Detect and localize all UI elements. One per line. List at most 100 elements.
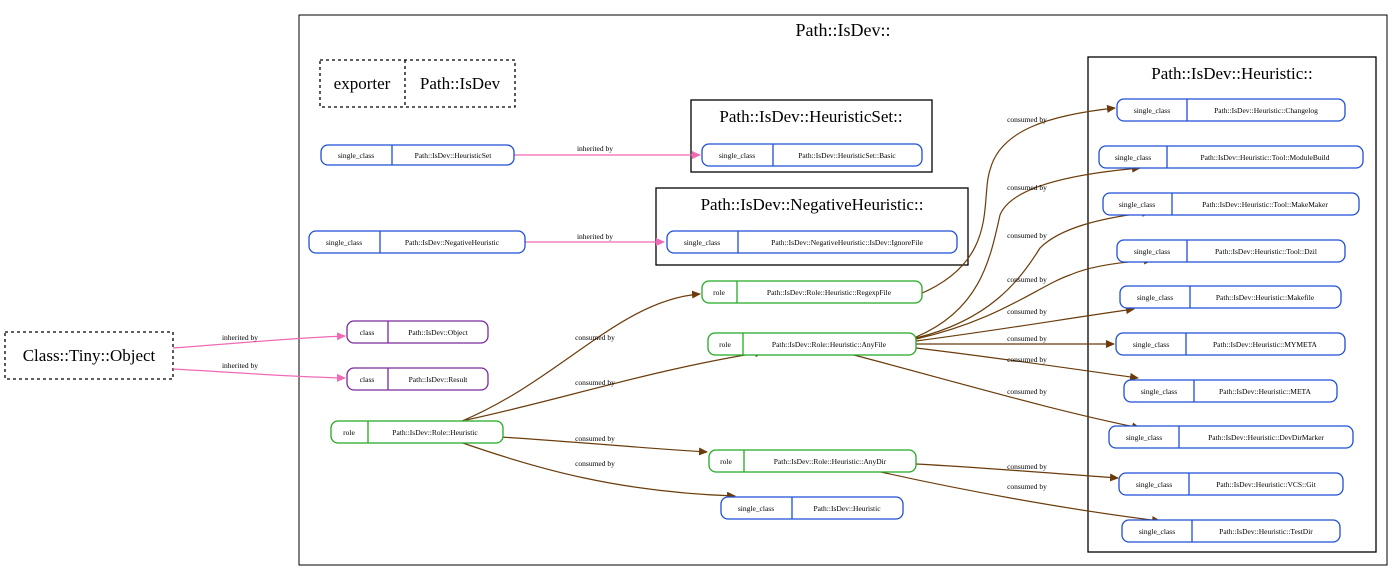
node-kind: single_class	[1119, 200, 1155, 209]
node-h-modulebuild[interactable]: single_class Path::IsDev::Heuristic::Too…	[1098, 145, 1364, 169]
class-tiny-object-label: Class::Tiny::Object	[23, 346, 156, 365]
label-consumed-by: consumed by	[1007, 307, 1047, 316]
node-kind: role	[343, 428, 355, 437]
node-name: Path::IsDev::Heuristic::MYMETA	[1213, 340, 1318, 349]
edge-heuristic-to-anyfile	[465, 349, 764, 421]
cluster-heuristic: Path::IsDev::Heuristic::	[1087, 56, 1377, 553]
node-kind: single_class	[1136, 480, 1172, 489]
node-h-changelog[interactable]: single_class Path::IsDev::Heuristic::Cha…	[1116, 98, 1346, 122]
cluster-negative-heuristic-title: Path::IsDev::NegativeHeuristic::	[701, 195, 924, 214]
label-consumed-by: consumed by	[1007, 387, 1047, 396]
node-name: Path::IsDev::NegativeHeuristic	[405, 238, 500, 247]
node-name: Path::IsDev::Role::Heuristic	[392, 428, 478, 437]
node-name: Path::IsDev::Role::Heuristic::RegexpFile	[767, 288, 892, 297]
label-consumed-by: consumed by	[575, 434, 615, 443]
node-kind: single_class	[684, 238, 720, 247]
node-h-makefile[interactable]: single_class Path::IsDev::Heuristic::Mak…	[1119, 285, 1342, 309]
node-h-testdir[interactable]: single_class Path::IsDev::Heuristic::Tes…	[1121, 519, 1341, 543]
label-consumed-by: consumed by	[1007, 275, 1047, 284]
node-isdev-object[interactable]: class Path::IsDev::Object	[346, 320, 489, 344]
node-h-devdirmarker[interactable]: single_class Path::IsDev::Heuristic::Dev…	[1108, 425, 1354, 449]
export-node[interactable]: exporter Path::IsDev	[319, 59, 516, 108]
label-consumed-by: consumed by	[1007, 482, 1047, 491]
node-name: Path::IsDev::Heuristic::META	[1219, 387, 1311, 396]
node-kind: single_class	[738, 504, 774, 513]
node-kind: single_class	[1134, 106, 1170, 115]
label-inherited-by: inherited by	[222, 333, 258, 342]
label-consumed-by: consumed by	[575, 459, 615, 468]
node-name: Path::IsDev::Heuristic::Changelog	[1214, 106, 1318, 115]
node-heuristicset-basic[interactable]: single_class Path::IsDev::HeuristicSet::…	[701, 143, 923, 167]
node-name: Path::IsDev::Role::Heuristic::AnyDir	[774, 457, 887, 466]
node-heuristicset[interactable]: single_class Path::IsDev::HeuristicSet	[320, 144, 515, 166]
node-role-heuristic[interactable]: role Path::IsDev::Role::Heuristic	[330, 420, 504, 444]
node-h-makemaker[interactable]: single_class Path::IsDev::Heuristic::Too…	[1102, 192, 1360, 216]
edge-tinyobject-to-object	[172, 332, 346, 349]
class-tiny-object-node[interactable]: Class::Tiny::Object	[4, 331, 174, 380]
node-h-dzil[interactable]: single_class Path::IsDev::Heuristic::Too…	[1116, 239, 1346, 263]
export-node-right: Path::IsDev	[420, 74, 501, 93]
node-kind: class	[360, 375, 375, 384]
cluster-heuristic-set-title: Path::IsDev::HeuristicSet::	[719, 107, 902, 126]
edge-heuristic-to-regexpfile	[461, 290, 701, 422]
label-inherited-by: inherited by	[577, 232, 613, 241]
node-role-anydir[interactable]: role Path::IsDev::Role::Heuristic::AnyDi…	[708, 449, 917, 473]
label-consumed-by: consumed by	[1007, 231, 1047, 240]
node-name: Path::IsDev::Heuristic::Tool::Dzil	[1215, 247, 1317, 256]
node-name: Path::IsDev::Result	[409, 375, 469, 384]
node-name: Path::IsDev::Heuristic::DevDirMarker	[1208, 433, 1324, 442]
node-name: Path::IsDev::Heuristic::Tool::MakeMaker	[1202, 200, 1328, 209]
node-isdev-heuristic[interactable]: single_class Path::IsDev::Heuristic	[720, 496, 904, 520]
node-kind: single_class	[1126, 433, 1162, 442]
node-isdev-result[interactable]: class Path::IsDev::Result	[346, 367, 489, 391]
edge-anyfile-to-dzil	[915, 256, 1153, 340]
node-name: Path::IsDev::Object	[408, 328, 468, 337]
edge-tinyobject-to-result	[172, 368, 346, 382]
label-consumed-by: consumed by	[575, 378, 615, 387]
edge-heuristic-to-anydir	[499, 436, 708, 456]
node-negativeheuristic[interactable]: single_class Path::IsDev::NegativeHeuris…	[308, 230, 526, 254]
edge-anyfile-to-modulebuild	[915, 164, 1141, 338]
edge-regexpfile-to-changelog	[919, 104, 1116, 295]
label-inherited-by: inherited by	[577, 144, 613, 153]
node-kind: role	[719, 340, 731, 349]
node-name: Path::IsDev::Heuristic::Makefile	[1216, 293, 1315, 302]
node-h-mymeta[interactable]: single_class Path::IsDev::Heuristic::MYM…	[1115, 332, 1346, 356]
label-consumed-by: consumed by	[1007, 355, 1047, 364]
node-kind: role	[720, 457, 732, 466]
node-h-vcsgit[interactable]: single_class Path::IsDev::Heuristic::VCS…	[1118, 472, 1344, 496]
cluster-main-title: Path::IsDev::	[796, 20, 891, 40]
node-kind: single_class	[719, 151, 755, 160]
label-consumed-by: consumed by	[575, 333, 615, 342]
node-kind: single_class	[1134, 247, 1170, 256]
node-role-anyfile[interactable]: role Path::IsDev::Role::Heuristic::AnyFi…	[707, 332, 917, 356]
node-kind: single_class	[1115, 153, 1151, 162]
edge-anydir-to-vcsgit	[915, 463, 1119, 482]
node-name: Path::IsDev::Heuristic::TestDir	[1219, 527, 1313, 536]
edge-anyfile-to-makemaker	[915, 208, 1151, 339]
node-kind: single_class	[1133, 340, 1169, 349]
node-name: Path::IsDev::NegativeHeuristic::IsDev::I…	[771, 238, 923, 247]
node-neg-ignorefile[interactable]: single_class Path::IsDev::NegativeHeuris…	[666, 230, 958, 254]
edge-anydir-to-testdir	[871, 469, 1161, 524]
label-consumed-by: consumed by	[1007, 334, 1047, 343]
cluster-heuristic-title: Path::IsDev::Heuristic::	[1151, 64, 1312, 83]
node-h-meta[interactable]: single_class Path::IsDev::Heuristic::MET…	[1123, 379, 1338, 403]
label-consumed-by: consumed by	[1007, 183, 1047, 192]
edge-anyfile-to-devdirmarker	[849, 353, 1141, 431]
node-kind: role	[713, 288, 725, 297]
node-name: Path::IsDev::Role::Heuristic::AnyFile	[772, 340, 887, 349]
cluster-negative-heuristic: Path::IsDev::NegativeHeuristic::	[655, 187, 969, 266]
edge-labels: inherited by inherited by inherited by i…	[222, 115, 1047, 491]
node-kind: single_class	[1141, 387, 1177, 396]
node-name: Path::IsDev::HeuristicSet::Basic	[798, 151, 896, 160]
node-kind: single_class	[1139, 527, 1175, 536]
label-inherited-by: inherited by	[222, 361, 258, 370]
edge-anyfile-to-meta	[915, 347, 1139, 381]
node-kind: single_class	[1137, 293, 1173, 302]
cluster-main: Path::IsDev::	[298, 14, 1388, 566]
label-consumed-by: consumed by	[1007, 115, 1047, 124]
node-kind: single_class	[338, 151, 374, 160]
node-role-regexpfile[interactable]: role Path::IsDev::Role::Heuristic::Regex…	[701, 280, 923, 304]
